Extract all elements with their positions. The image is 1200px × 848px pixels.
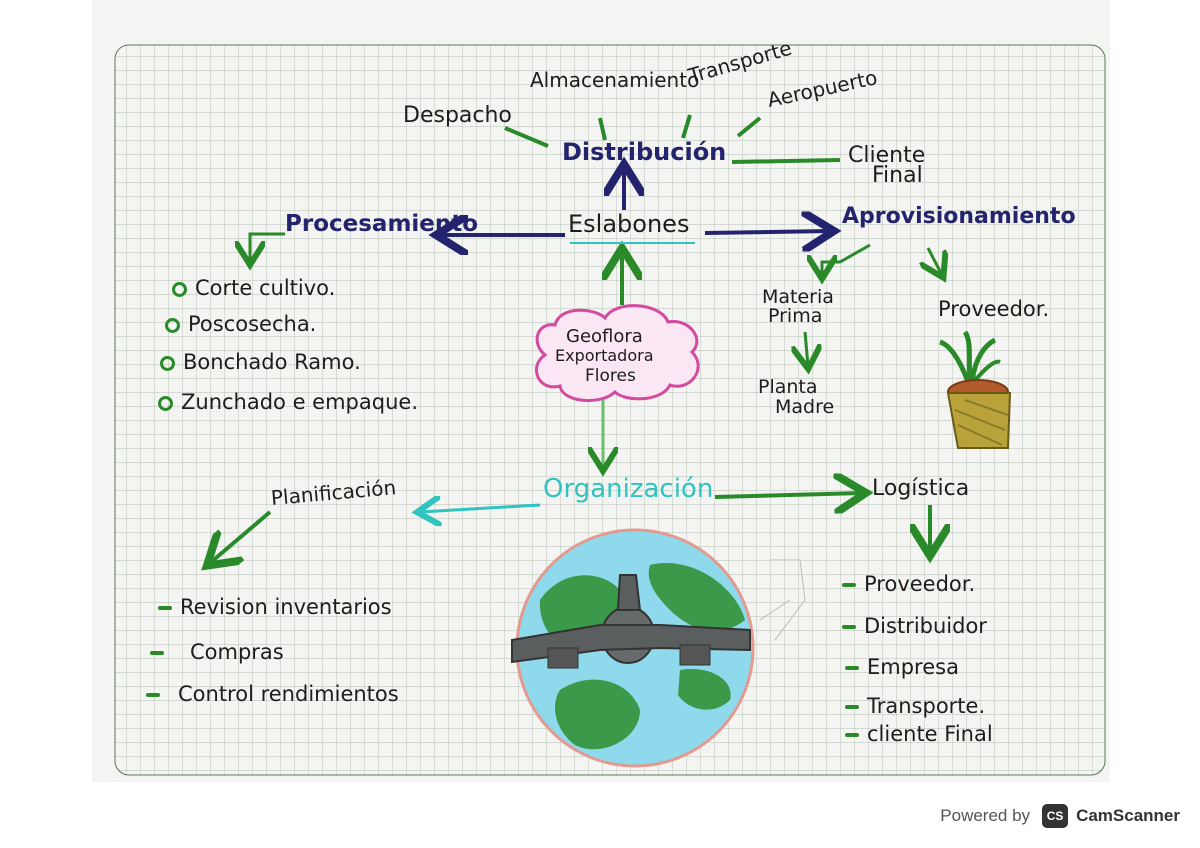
- distribucion-final: Final: [872, 163, 923, 188]
- arrow-procesamiento-down: [250, 232, 285, 262]
- connector-aeropuerto: [736, 116, 762, 138]
- logistica-item-5: cliente Final: [845, 722, 993, 746]
- organizacion-title: Organización: [543, 474, 714, 504]
- arrow-organizacion-to-planificacion: [420, 505, 541, 512]
- bullet-dash: [146, 693, 160, 697]
- procesamiento-title: Procesamiento: [285, 211, 479, 237]
- materia-prima-line-1: Materia: [762, 286, 834, 308]
- logistica-item-3: Empresa: [845, 655, 959, 679]
- arrow-to-planta-madre: [805, 331, 808, 366]
- bullet-dot: [165, 317, 180, 333]
- connector-despacho: [504, 126, 549, 148]
- scanner-footer: Powered by CS CamScanner: [940, 800, 1180, 832]
- arrow-planificacion-down: [210, 510, 272, 563]
- grid-area: [114, 44, 1106, 776]
- distribucion-cliente: Cliente: [848, 143, 926, 168]
- bullet-dot: [158, 395, 173, 411]
- camscanner-icon: CS: [1042, 804, 1069, 828]
- bullet-dash: [150, 651, 164, 655]
- center-line-1: Geoflora: [566, 326, 643, 347]
- arrow-to-materia-prima: [822, 243, 871, 276]
- connector-almacenamiento: [598, 117, 607, 141]
- bullet-dot: [160, 355, 175, 371]
- bullet-dash: [158, 606, 172, 610]
- planificacion-item-3: Control rendimientos: [146, 682, 399, 706]
- center-line-2: Exportadora: [555, 346, 654, 365]
- logistica-title: Logística: [872, 476, 970, 501]
- connector-cliente: [731, 158, 841, 164]
- logistica-item-1: Proveedor.: [842, 572, 975, 596]
- logistica-item-4: Transporte.: [845, 694, 985, 718]
- planificacion-item-2: Compras: [150, 640, 284, 664]
- aprovisionamiento-title: Aprovisionamiento: [842, 204, 1076, 229]
- bullet-dash: [845, 666, 859, 670]
- center-line-3: Flores: [585, 366, 636, 386]
- camscanner-label: CamScanner: [1076, 806, 1180, 825]
- bullet-dot: [172, 281, 187, 297]
- pencil-sketch: [759, 559, 806, 641]
- bullet-dash: [842, 625, 856, 629]
- procesamiento-item-1: Corte cultivo.: [172, 276, 335, 300]
- eslabones-label: Eslabones: [568, 210, 690, 238]
- connector-transporte: [681, 114, 692, 139]
- procesamiento-item-3: Bonchado Ramo.: [160, 350, 361, 374]
- plant-pot-icon: [939, 330, 1012, 449]
- procesamiento-item-2: Poscosecha.: [165, 312, 316, 336]
- logistica-item-2: Distribuidor: [842, 614, 987, 638]
- planificacion-item-1: Revision inventarios: [158, 595, 392, 619]
- arrow-organizacion-to-logistica: [714, 493, 862, 497]
- planta-madre-line-2: Madre: [775, 396, 835, 418]
- distribucion-title: Distribución: [562, 138, 727, 166]
- bullet-dash: [845, 733, 859, 737]
- arrow-to-proveedor: [928, 247, 942, 275]
- proveedor-label: Proveedor.: [938, 297, 1050, 321]
- camscanner-brand: CS CamScanner: [1042, 804, 1180, 828]
- distribucion-almacenamiento: Almacenamiento: [530, 68, 700, 92]
- materia-prima-line-2: Prima: [768, 305, 823, 327]
- powered-by-label: Powered by: [940, 806, 1031, 825]
- globe-airplane-illustration: [511, 528, 755, 768]
- distribucion-despacho: Despacho: [403, 103, 512, 128]
- bullet-dash: [845, 705, 859, 709]
- bullet-dash: [842, 583, 856, 587]
- procesamiento-item-4: Zunchado e empaque.: [158, 390, 418, 414]
- arrow-eslabones-to-aprovisionamiento: [704, 231, 830, 233]
- center-cloud: [534, 304, 700, 403]
- planta-madre-line-1: Planta: [758, 376, 818, 398]
